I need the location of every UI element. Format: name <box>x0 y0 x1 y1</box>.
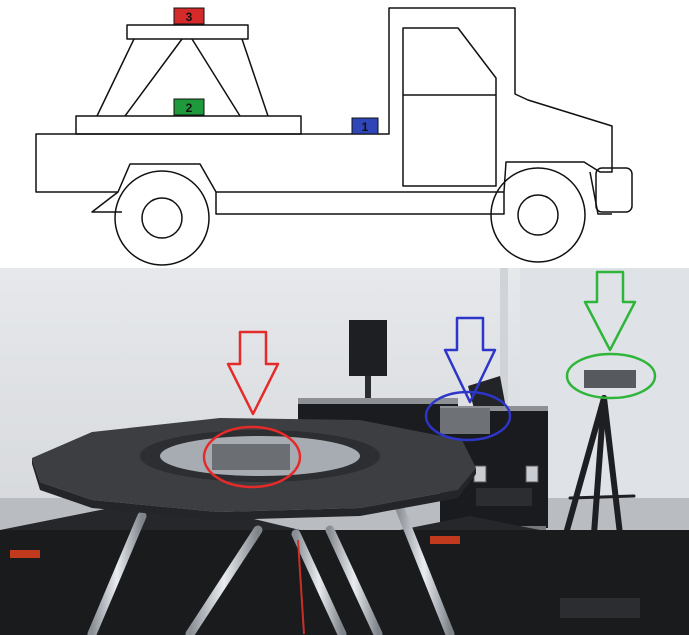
marker-2: 2 <box>173 98 205 116</box>
truck-diagram: 1 2 3 <box>35 7 633 266</box>
cab-window <box>402 27 497 187</box>
rear-hub <box>141 197 183 239</box>
marker-3: 3 <box>173 7 205 25</box>
upper-platform <box>126 24 249 40</box>
rear-wheel <box>114 170 210 266</box>
rack-struts <box>96 38 269 117</box>
front-wheel <box>490 167 586 263</box>
pillar <box>500 268 508 508</box>
marker-1-label: 1 <box>362 120 369 134</box>
device-blue <box>440 408 490 434</box>
hexapod-legs <box>87 499 455 635</box>
device-green <box>584 370 636 388</box>
lower-platform <box>75 115 302 135</box>
lab-photo <box>0 268 689 635</box>
callout-blue <box>424 316 512 442</box>
front-fender <box>91 191 122 213</box>
marker-3-label: 3 <box>186 10 193 24</box>
bumper <box>595 167 633 213</box>
side-skirt <box>215 192 505 215</box>
callout-green <box>565 270 657 400</box>
rear-bumper <box>589 171 612 215</box>
truck-body-outline <box>35 7 613 193</box>
marker-2-label: 2 <box>186 101 193 115</box>
marker-1: 1 <box>351 117 379 135</box>
device-red <box>212 444 290 470</box>
callout-red <box>202 330 302 489</box>
cable <box>297 539 305 635</box>
front-hub <box>517 194 559 236</box>
